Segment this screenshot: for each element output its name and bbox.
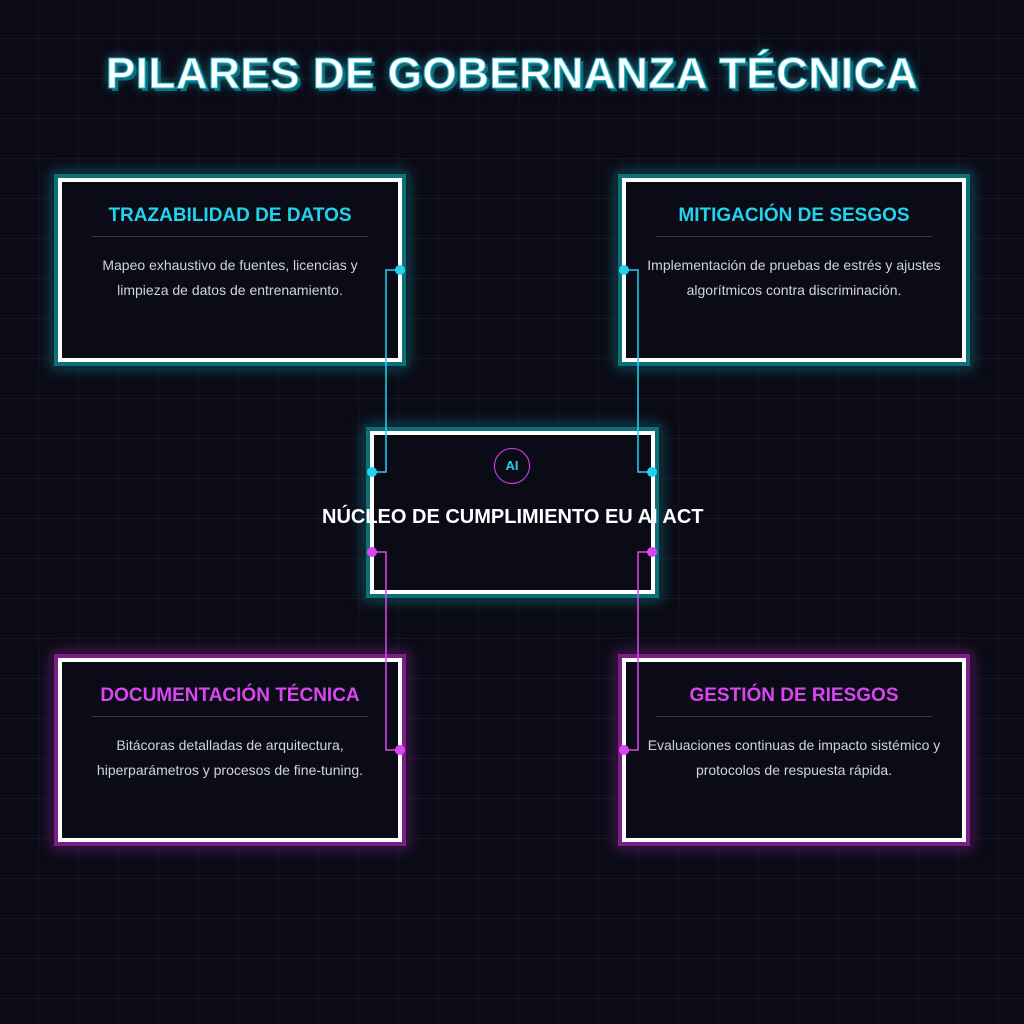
pillar-title: MITIGACIÓN DE SESGOS [656, 204, 932, 237]
page-title: PILARES DE GOBERNANZA TÉCNICA [105, 49, 919, 99]
pillar-description: Mapeo exhaustivo de fuentes, licencias y… [102, 257, 358, 298]
pillar-description: Bitácoras detalladas de arquitectura, hi… [96, 737, 364, 778]
pillar-title: TRAZABILIDAD DE DATOS [92, 204, 368, 237]
pillar-description: Evaluaciones continuas de impacto sistém… [647, 737, 941, 778]
ai-badge-icon: AI [494, 448, 530, 484]
pillar-card-bias-mitigation: MITIGACIÓN DE SESGOS Implementación de p… [622, 178, 966, 362]
pillar-card-technical-documentation: DOCUMENTACIÓN TÉCNICA Bitácoras detallad… [58, 658, 402, 842]
pillar-card-risk-management: GESTIÓN DE RIESGOS Evaluaciones continua… [622, 658, 966, 842]
pillar-description: Implementación de pruebas de estrés y aj… [647, 257, 941, 298]
pillar-card-data-traceability: TRAZABILIDAD DE DATOS Mapeo exhaustivo d… [58, 178, 402, 362]
core-compliance-node: AI NÚCLEO DE CUMPLIMIENTO EU AI ACT [322, 431, 703, 594]
pillar-title: GESTIÓN DE RIESGOS [656, 684, 932, 717]
core-label: NÚCLEO DE CUMPLIMIENTO EU AI ACT [322, 506, 704, 528]
pillar-title: DOCUMENTACIÓN TÉCNICA [92, 684, 368, 717]
